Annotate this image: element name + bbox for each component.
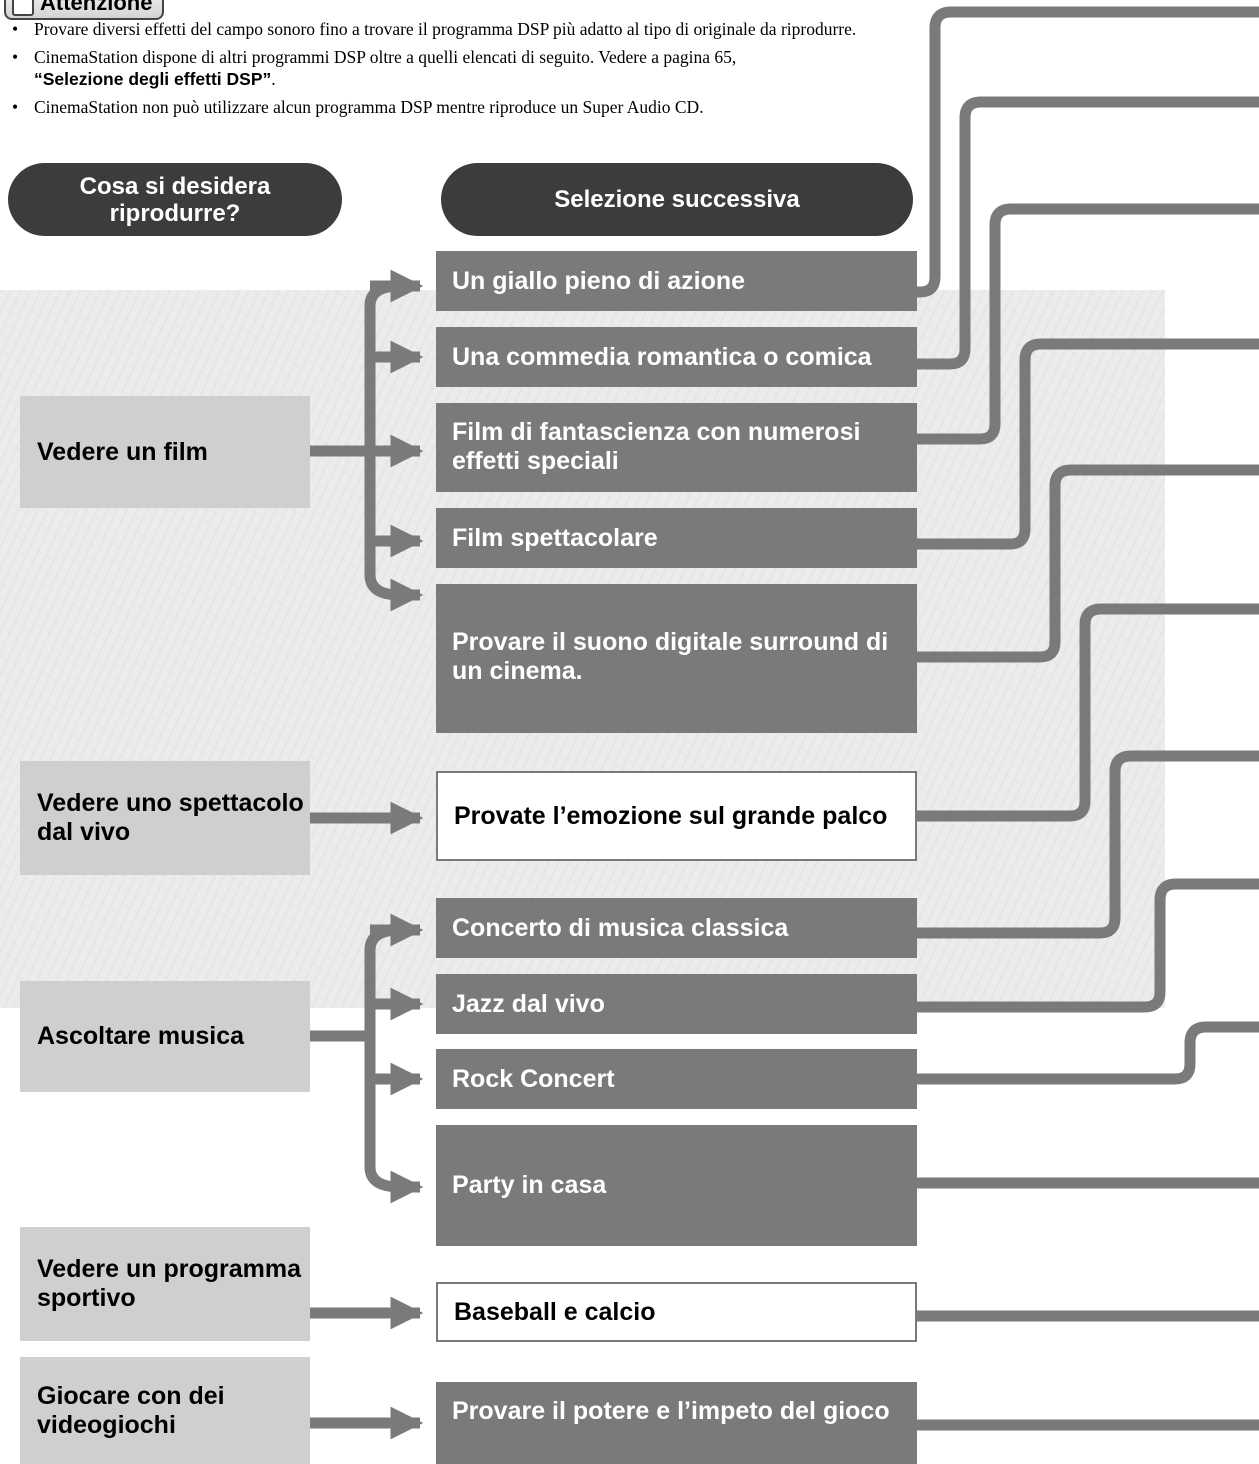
source-label: Vedere un programma sportivo — [37, 1255, 301, 1312]
option-label: Una commedia romantica o comica — [452, 342, 872, 371]
header-left-label: Cosa si desidera riprodurre? — [79, 172, 271, 227]
note-item: Provare diversi effetti del campo sonoro… — [8, 18, 918, 40]
source-live-show: Vedere uno spettacolo dal vivo — [20, 761, 310, 875]
option-label: Provate l’emozione sul grande palco — [454, 801, 888, 830]
option-digital-surround: Provare il suono digitale surround di un… — [436, 584, 917, 733]
option-jazz: Jazz dal vivo — [436, 974, 917, 1034]
option-sports: Baseball e calcio — [436, 1282, 917, 1342]
option-label: Film spettacolare — [452, 523, 658, 552]
option-label: Un giallo pieno di azione — [452, 266, 746, 295]
note-item: CinemaStation dispone di altri programmi… — [8, 46, 918, 90]
source-label: Vedere uno spettacolo dal vivo — [37, 789, 304, 846]
header-left: Cosa si desidera riprodurre? — [8, 163, 342, 236]
source-sports: Vedere un programma sportivo — [20, 1227, 310, 1341]
source-music: Ascoltare musica — [20, 981, 310, 1092]
source-label: Giocare con dei videogiochi — [37, 1381, 225, 1439]
option-big-stage: Provate l’emozione sul grande palco — [436, 771, 917, 861]
source-label: Ascoltare musica — [37, 1022, 245, 1050]
caution-title: Attenzione — [40, 0, 153, 15]
option-videogame: Provare il potere e l’impeto del gioco — [436, 1382, 917, 1464]
source-videogames: Giocare con dei videogiochi — [20, 1357, 310, 1464]
option-comedy: Una commedia romantica o comica — [436, 327, 917, 387]
note-item: CinemaStation non può utilizzare alcun p… — [8, 96, 918, 118]
caution-icon — [12, 0, 34, 16]
option-classical: Concerto di musica classica — [436, 898, 917, 958]
note-text: . — [271, 69, 276, 89]
caution-tab: Attenzione — [4, 0, 165, 20]
source-film: Vedere un film — [20, 396, 310, 508]
option-label: Jazz dal vivo — [452, 989, 605, 1018]
option-rock: Rock Concert — [436, 1049, 917, 1109]
option-label: Provare il suono digitale surround di un… — [452, 628, 889, 685]
header-right-label: Selezione successiva — [554, 185, 800, 213]
option-action-thriller: Un giallo pieno di azione — [436, 251, 917, 311]
source-label: Vedere un film — [37, 437, 208, 466]
notes-list: Provare diversi effetti del campo sonoro… — [8, 18, 918, 124]
option-label: Baseball e calcio — [454, 1297, 656, 1326]
note-link: “Selezione degli effetti DSP” — [34, 69, 272, 89]
option-label: Provare il potere e l’impeto del gioco — [452, 1397, 890, 1425]
option-label: Concerto di musica classica — [452, 913, 789, 942]
note-text: CinemaStation dispone di altri programmi… — [34, 47, 737, 67]
option-home-party: Party in casa — [436, 1125, 917, 1246]
option-label: Rock Concert — [452, 1064, 615, 1093]
header-right: Selezione successiva — [441, 163, 913, 236]
note-text: CinemaStation non può utilizzare alcun p… — [34, 97, 704, 117]
option-label: Party in casa — [452, 1171, 607, 1199]
option-label: Film di fantascienza con numerosi effett… — [452, 418, 861, 475]
note-text: Provare diversi effetti del campo sonoro… — [34, 19, 857, 39]
option-sci-fi: Film di fantascienza con numerosi effett… — [436, 403, 917, 492]
option-spectacular-film: Film spettacolare — [436, 508, 917, 568]
out-action — [914, 6, 1259, 298]
out-rock — [917, 1021, 1259, 1085]
